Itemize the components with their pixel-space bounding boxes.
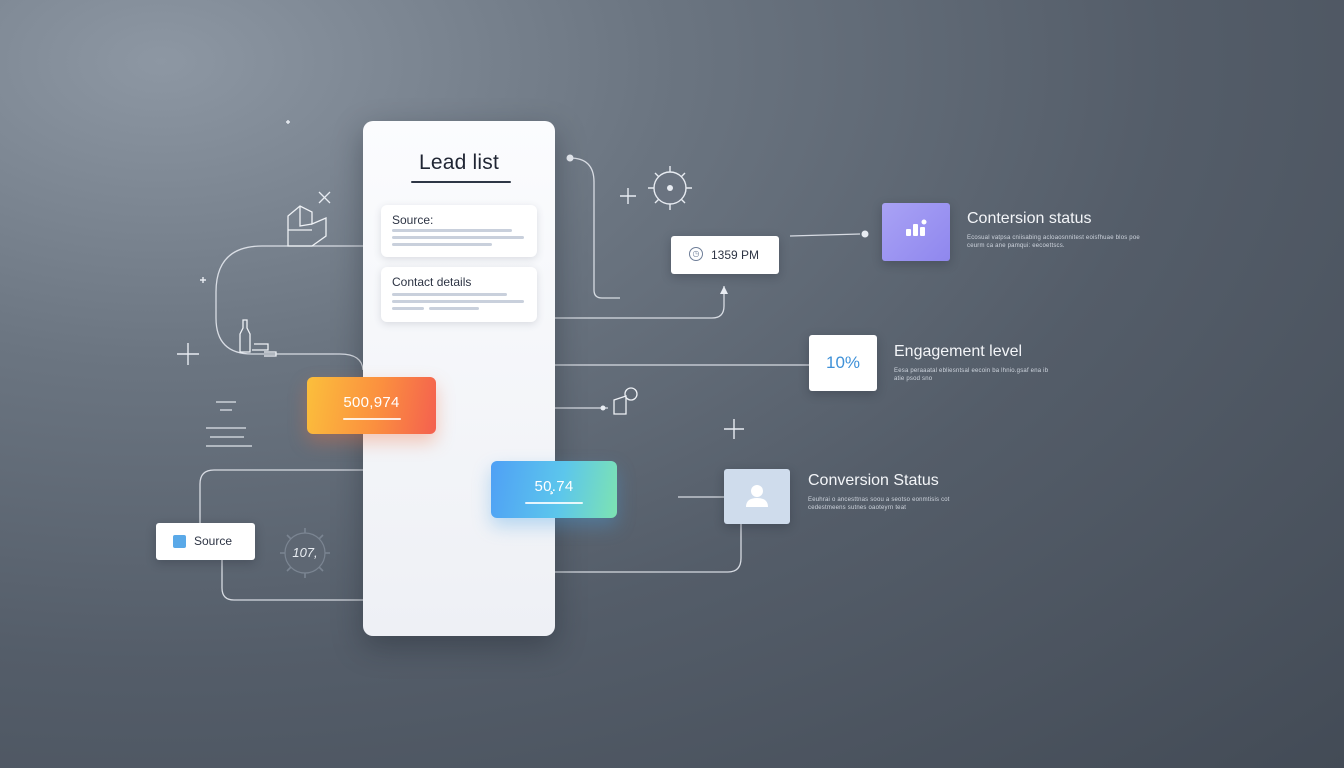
orange-chip-value: 500,974 [343, 394, 400, 411]
text-placeholder-bar [392, 229, 512, 232]
lead-list-panel: Lead list Source: Contact details [363, 121, 555, 636]
user-icon [746, 485, 768, 507]
engagement-percent-card[interactable]: 10% [809, 335, 877, 391]
node-sketch-icon [613, 387, 638, 415]
title-underline [411, 181, 511, 183]
source-label: Source [194, 534, 233, 548]
contact-details-card[interactable]: Contact details [381, 267, 537, 322]
blue-chip-value: 50̧̧.74 [534, 478, 574, 495]
chip-underline [342, 418, 401, 420]
analytics-icon [906, 219, 927, 236]
text-placeholder-bar [392, 307, 424, 310]
info-desc-engagement: Eesa peraaatal ebliesntsal eecoin ba lhn… [894, 368, 1049, 382]
cube-sketch-icon [287, 205, 327, 247]
orange-value-chip[interactable]: 500,974 [307, 377, 436, 434]
source-icon [173, 535, 186, 548]
info-heading-conversion: Contersion status [967, 210, 1092, 227]
chip-underline [525, 502, 583, 504]
conversion-status-card[interactable] [882, 203, 950, 261]
text-placeholder-bar [392, 293, 507, 296]
source-card[interactable]: Source [156, 523, 255, 560]
info-heading-conversion-status: Conversion Status [808, 472, 939, 489]
text-placeholder-bar [429, 307, 479, 310]
time-value: 1359 PM [711, 248, 760, 262]
clock-icon: ◷ [689, 247, 703, 261]
text-placeholder-bar [392, 243, 492, 246]
gear-badge-icon [280, 528, 330, 578]
time-card[interactable]: ◷ 1359 PM [671, 236, 779, 274]
lead-list-title: Lead list [418, 151, 500, 174]
bottle-sketch-icon [239, 319, 277, 357]
user-card[interactable] [724, 469, 790, 524]
info-desc-conversion-status: Eeuhrai o ancesttnas soou a seotso eonmt… [808, 497, 950, 511]
gear-icon [648, 166, 692, 210]
blue-value-chip[interactable]: 50̧̧.74 [491, 461, 617, 518]
info-heading-engagement: Engagement level [894, 343, 1023, 360]
engagement-percent-value: 10% [825, 353, 861, 372]
source-field-card[interactable]: Source: [381, 205, 537, 257]
source-field-label: Source: [392, 213, 434, 227]
text-placeholder-bar [392, 300, 524, 303]
text-placeholder-bar [392, 236, 524, 239]
info-desc-conversion: Ecosual vatpsa cniisabing acloaosnnitest… [967, 235, 1140, 249]
gear-badge-value: 107, [292, 545, 318, 560]
contact-details-label: Contact details [392, 275, 472, 289]
